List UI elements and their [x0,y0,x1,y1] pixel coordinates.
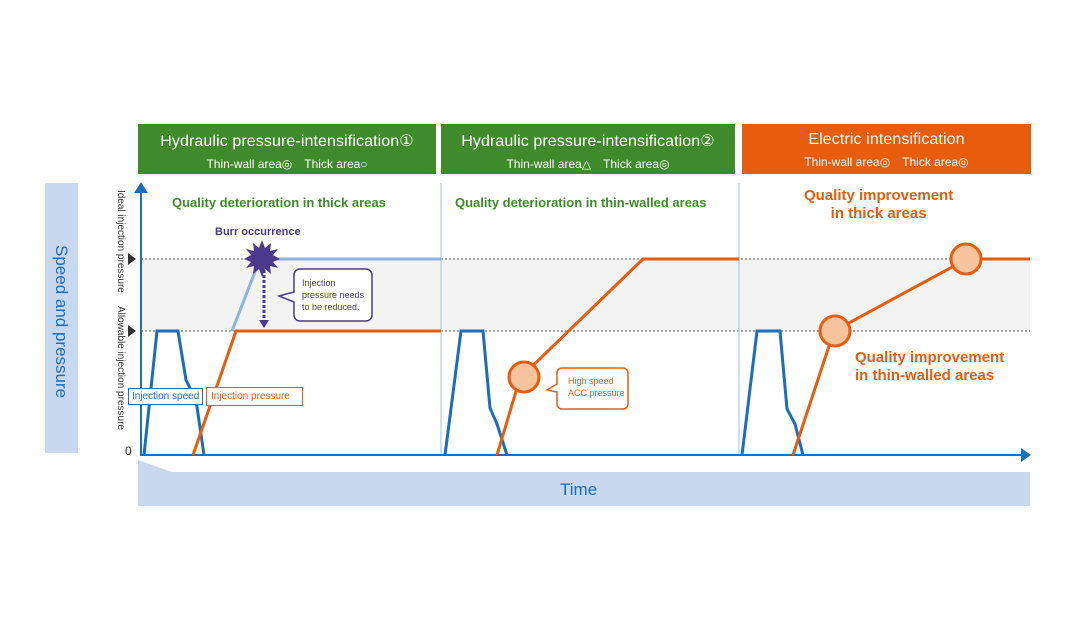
header-subtitle: Thin-wall area◎ Thick area○ [206,157,368,171]
pressure-curve-2 [495,257,739,456]
header-hydraulic-1: Hydraulic pressure-intensification① Thin… [138,124,436,174]
callout-line: ACC pressure [568,388,625,398]
heading-line: Quality improvement [804,187,954,204]
x-axis-title: Time [560,480,598,499]
acc-pressure-marker [507,360,541,394]
callout-text-1: Injection pressure needs to be reduced. [302,277,364,313]
header-subtitle: Thin-wall area◎ Thick area◎ [804,155,969,169]
heading-line: in thick areas [830,205,927,222]
burr-icon [244,240,280,277]
allowable-marker-icon [128,325,136,337]
panel-2-heading: Quality deterioration in thin-walled are… [455,195,707,210]
zero-label: 0 [125,444,132,458]
x-axis-band [138,460,1030,506]
speed-curve-1 [142,329,206,456]
header-title: Hydraulic pressure-intensification① [160,133,414,150]
pressure-curve-3 [791,257,1030,456]
header-subtitle: Thin-wall area△ Thick area◎ [506,157,670,171]
thin-wall-improvement-note: Quality improvement in thin-walled areas [855,349,1004,385]
speed-curve-2 [443,329,509,456]
legend-speed: Injection speed [128,388,204,405]
pressure-range-band [141,259,1030,331]
panel-1-heading: Quality deterioration in thick areas [172,195,386,210]
note-line: Quality improvement [855,349,1005,366]
callout-line: to be reduced. [302,302,360,312]
header-electric: Electric intensification Thin-wall area◎… [742,124,1031,174]
callout-line: pressure needs [302,290,365,300]
callout-box-2 [544,367,629,410]
allowable-pressure-label: Allowable injection pressure [115,306,126,430]
callout-line: High speed [568,376,614,386]
y-axis-band [45,183,78,453]
callout-box-1 [276,268,373,322]
ideal-pressure-label: Ideal injection pressure [115,190,126,293]
ideal-marker-icon [128,253,136,265]
note-line: in thin-walled areas [855,367,995,384]
legend-pressure: Injection pressure [206,387,303,406]
x-axis-arrow-icon [1021,448,1031,462]
callout-line: Injection [302,278,336,288]
burr-label: Burr occurrence [215,226,301,238]
pressure-curve-1 [191,329,441,456]
speed-curve-3 [740,329,805,456]
panel-3-heading: Quality improvement in thick areas [804,187,953,223]
header-hydraulic-2: Hydraulic pressure-intensification② Thin… [441,124,735,174]
thick-improvement-marker [949,242,983,276]
callout-text-2: High speed ACC pressure [568,375,625,399]
thin-wall-improvement-marker [818,314,852,348]
header-title: Electric intensification [808,131,965,148]
y-axis-title: Speed and pressure [52,245,71,399]
down-arrow-icon [259,320,269,328]
header-title: Hydraulic pressure-intensification② [461,133,715,150]
y-axis-arrow-icon [134,182,148,193]
